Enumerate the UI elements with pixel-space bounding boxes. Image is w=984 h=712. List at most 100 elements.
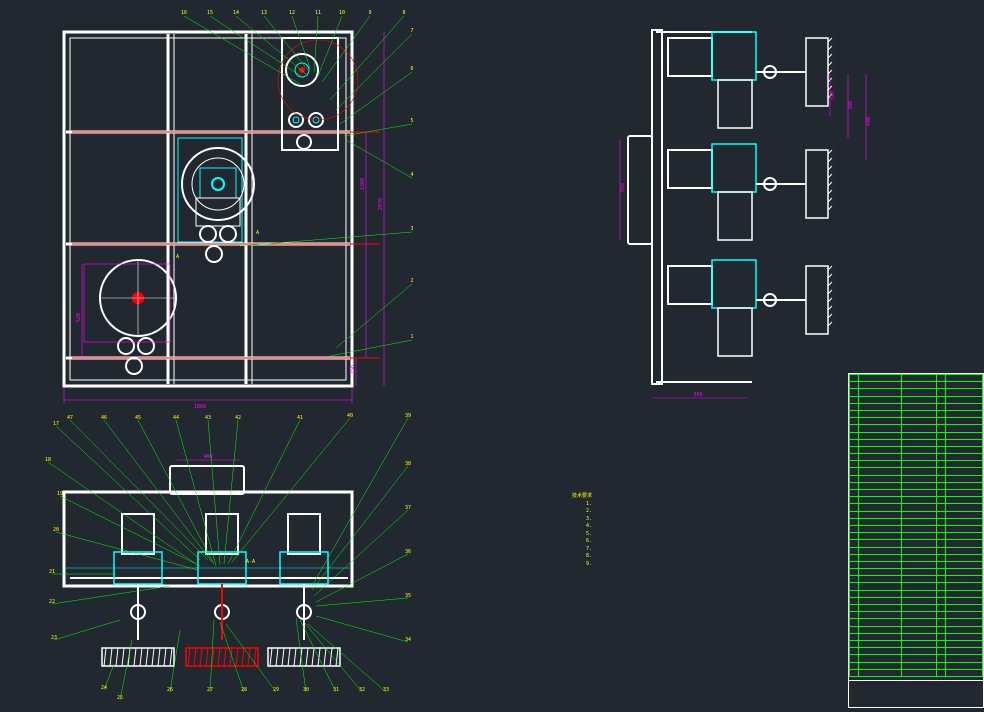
section-mark: A: [256, 230, 259, 236]
leader-line: [311, 465, 409, 591]
part-label: 17: [53, 421, 59, 427]
side-dim: 380: [848, 101, 854, 110]
part-label: 3: [410, 226, 413, 232]
bom-row: [849, 632, 984, 641]
note-line: 2.: [586, 508, 593, 514]
part-label: 7: [410, 28, 413, 34]
bom-row: [849, 575, 984, 584]
part-label: 15: [207, 10, 213, 16]
bom-row: [849, 481, 984, 491]
bom-row: [849, 524, 984, 534]
bom-row: [849, 431, 984, 440]
leader-line: [295, 617, 307, 693]
leader-line: [227, 419, 301, 565]
front-units: [101, 513, 341, 667]
top-view: 1800 2070 1200 520 150 A A: [62, 30, 385, 410]
leader-line: [343, 123, 413, 137]
part-label: 29: [273, 687, 279, 693]
side-dimensions: [619, 74, 867, 399]
part-label: 5: [410, 118, 413, 124]
bom-row: [849, 611, 984, 620]
brush-head: [805, 265, 829, 335]
part-label: 34: [405, 637, 411, 643]
part-label: 21: [49, 569, 55, 575]
motor-unit-lower: [83, 259, 177, 375]
leader-line: [209, 619, 215, 693]
part-label: 42: [235, 415, 241, 421]
note-line: 4.: [586, 523, 593, 529]
bom-row: [849, 373, 984, 383]
part-label: 39: [405, 413, 411, 419]
note-line: 7.: [586, 545, 593, 552]
side-units: [667, 31, 833, 357]
leader-line: [209, 15, 305, 79]
top-dimensions: [63, 32, 385, 404]
brush-head: [805, 37, 829, 107]
leader-line: [329, 339, 413, 357]
part-label: 30: [303, 687, 309, 693]
part-label: 23: [51, 635, 57, 641]
bom-row: [849, 402, 984, 411]
motor-unit-middle: [181, 147, 255, 263]
bom-row: [849, 668, 984, 677]
leader-line: [103, 663, 115, 691]
part-label: 37: [405, 505, 411, 511]
part-label: 32: [359, 687, 365, 693]
section-mark: A: [176, 254, 179, 260]
leader-line: [225, 623, 277, 693]
leader-line: [103, 419, 213, 563]
notes-title: 技术要求: [572, 493, 593, 499]
top-frame-inner: [69, 37, 347, 381]
part-label: 2: [410, 278, 413, 284]
front-view: 480 A-A: [62, 454, 354, 667]
leader-line: [335, 33, 413, 111]
part-label: 26: [167, 687, 173, 693]
bom-table: [849, 373, 984, 677]
leader-line: [317, 15, 343, 77]
brush-block: [267, 647, 341, 667]
bom-row: [849, 445, 984, 455]
bom-row: [849, 395, 984, 404]
leader-line: [207, 419, 221, 565]
bom-row: [849, 510, 984, 519]
side-dim: 320: [830, 91, 836, 100]
leader-line: [299, 619, 337, 693]
leader-line: [231, 417, 351, 563]
part-label: 24: [101, 685, 107, 691]
bom-row: [849, 546, 984, 555]
part-label: 9: [368, 10, 371, 16]
bom-row: [849, 560, 984, 570]
brush-block: [101, 647, 175, 667]
title-block: [849, 680, 983, 707]
bom-row: [849, 381, 984, 390]
part-label: 10: [339, 10, 345, 16]
leader-line: [329, 15, 405, 101]
leader-line: [235, 15, 307, 75]
part-label: 27: [207, 687, 213, 693]
brush-head: [805, 149, 829, 219]
bill-of-materials: [848, 373, 984, 708]
front-frame: [62, 490, 354, 588]
bom-row: [849, 661, 984, 670]
bom-row: [849, 424, 984, 433]
bom-row: [849, 417, 984, 426]
side-dim-width: 500: [693, 392, 702, 398]
motor-unit-upper: [277, 37, 359, 151]
part-label: 11: [315, 10, 321, 16]
part-label: 19: [57, 491, 63, 497]
bom-row: [849, 388, 984, 397]
bom-row: [849, 517, 984, 526]
bom-row: [849, 553, 984, 562]
dim-height-mid: 1200: [360, 178, 366, 190]
part-label: 41: [297, 415, 303, 421]
leader-line: [51, 585, 171, 605]
part-label: 22: [49, 599, 55, 605]
leader-line: [53, 619, 121, 641]
part-label: 43: [205, 415, 211, 421]
bom-row: [849, 532, 984, 541]
dim-width: 1800: [194, 404, 206, 410]
top-frame-outer: [62, 30, 354, 388]
note-line: 1.: [586, 500, 593, 507]
leader-line: [55, 531, 199, 571]
